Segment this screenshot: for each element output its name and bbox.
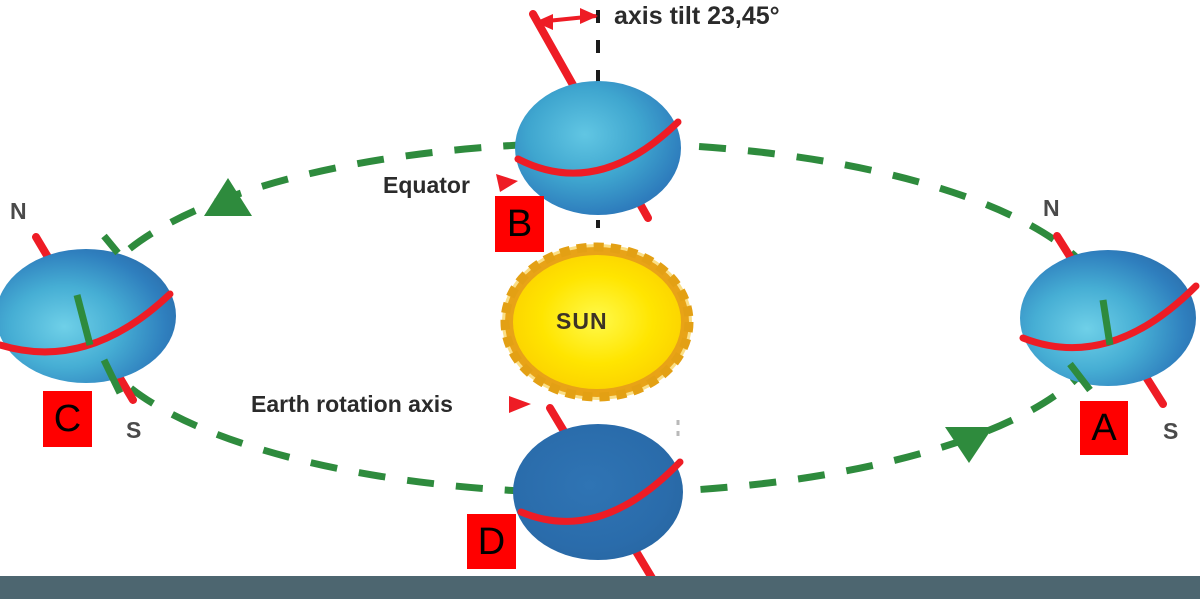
axis-tilt-arrow [535,8,598,30]
marker-label-d: D [467,514,516,569]
south-pole-label-right: S [1163,418,1179,444]
orbit-direction-arrow-up [204,178,252,216]
earth-bottom-d [513,404,684,582]
orbit-front-dashes-left [73,233,124,395]
marker-label-b: B [495,196,544,252]
earth-right-a [1019,232,1200,408]
north-pole-label-right: N [1043,195,1060,221]
sun [500,242,694,402]
earth-top-b [514,8,682,228]
sun-label: SUN [556,308,608,334]
marker-label-a: A [1080,401,1128,455]
equator-pointer-arrow [496,174,518,192]
bottom-bar [0,576,1200,599]
earth-rotation-axis-label: Earth rotation axis [251,391,453,417]
equator-label: Equator [383,172,470,198]
north-pole-label-left: N [10,198,27,224]
rotation-axis-pointer-arrow [509,396,531,413]
orbit-direction-arrow-down [945,427,993,463]
marker-label-c: C [43,391,92,447]
orbit-front-dashes-right [1067,299,1114,393]
earth-left-c [0,233,176,404]
south-pole-label-left: S [126,417,142,443]
axis-tilt-label: axis tilt 23,45° [614,2,780,30]
